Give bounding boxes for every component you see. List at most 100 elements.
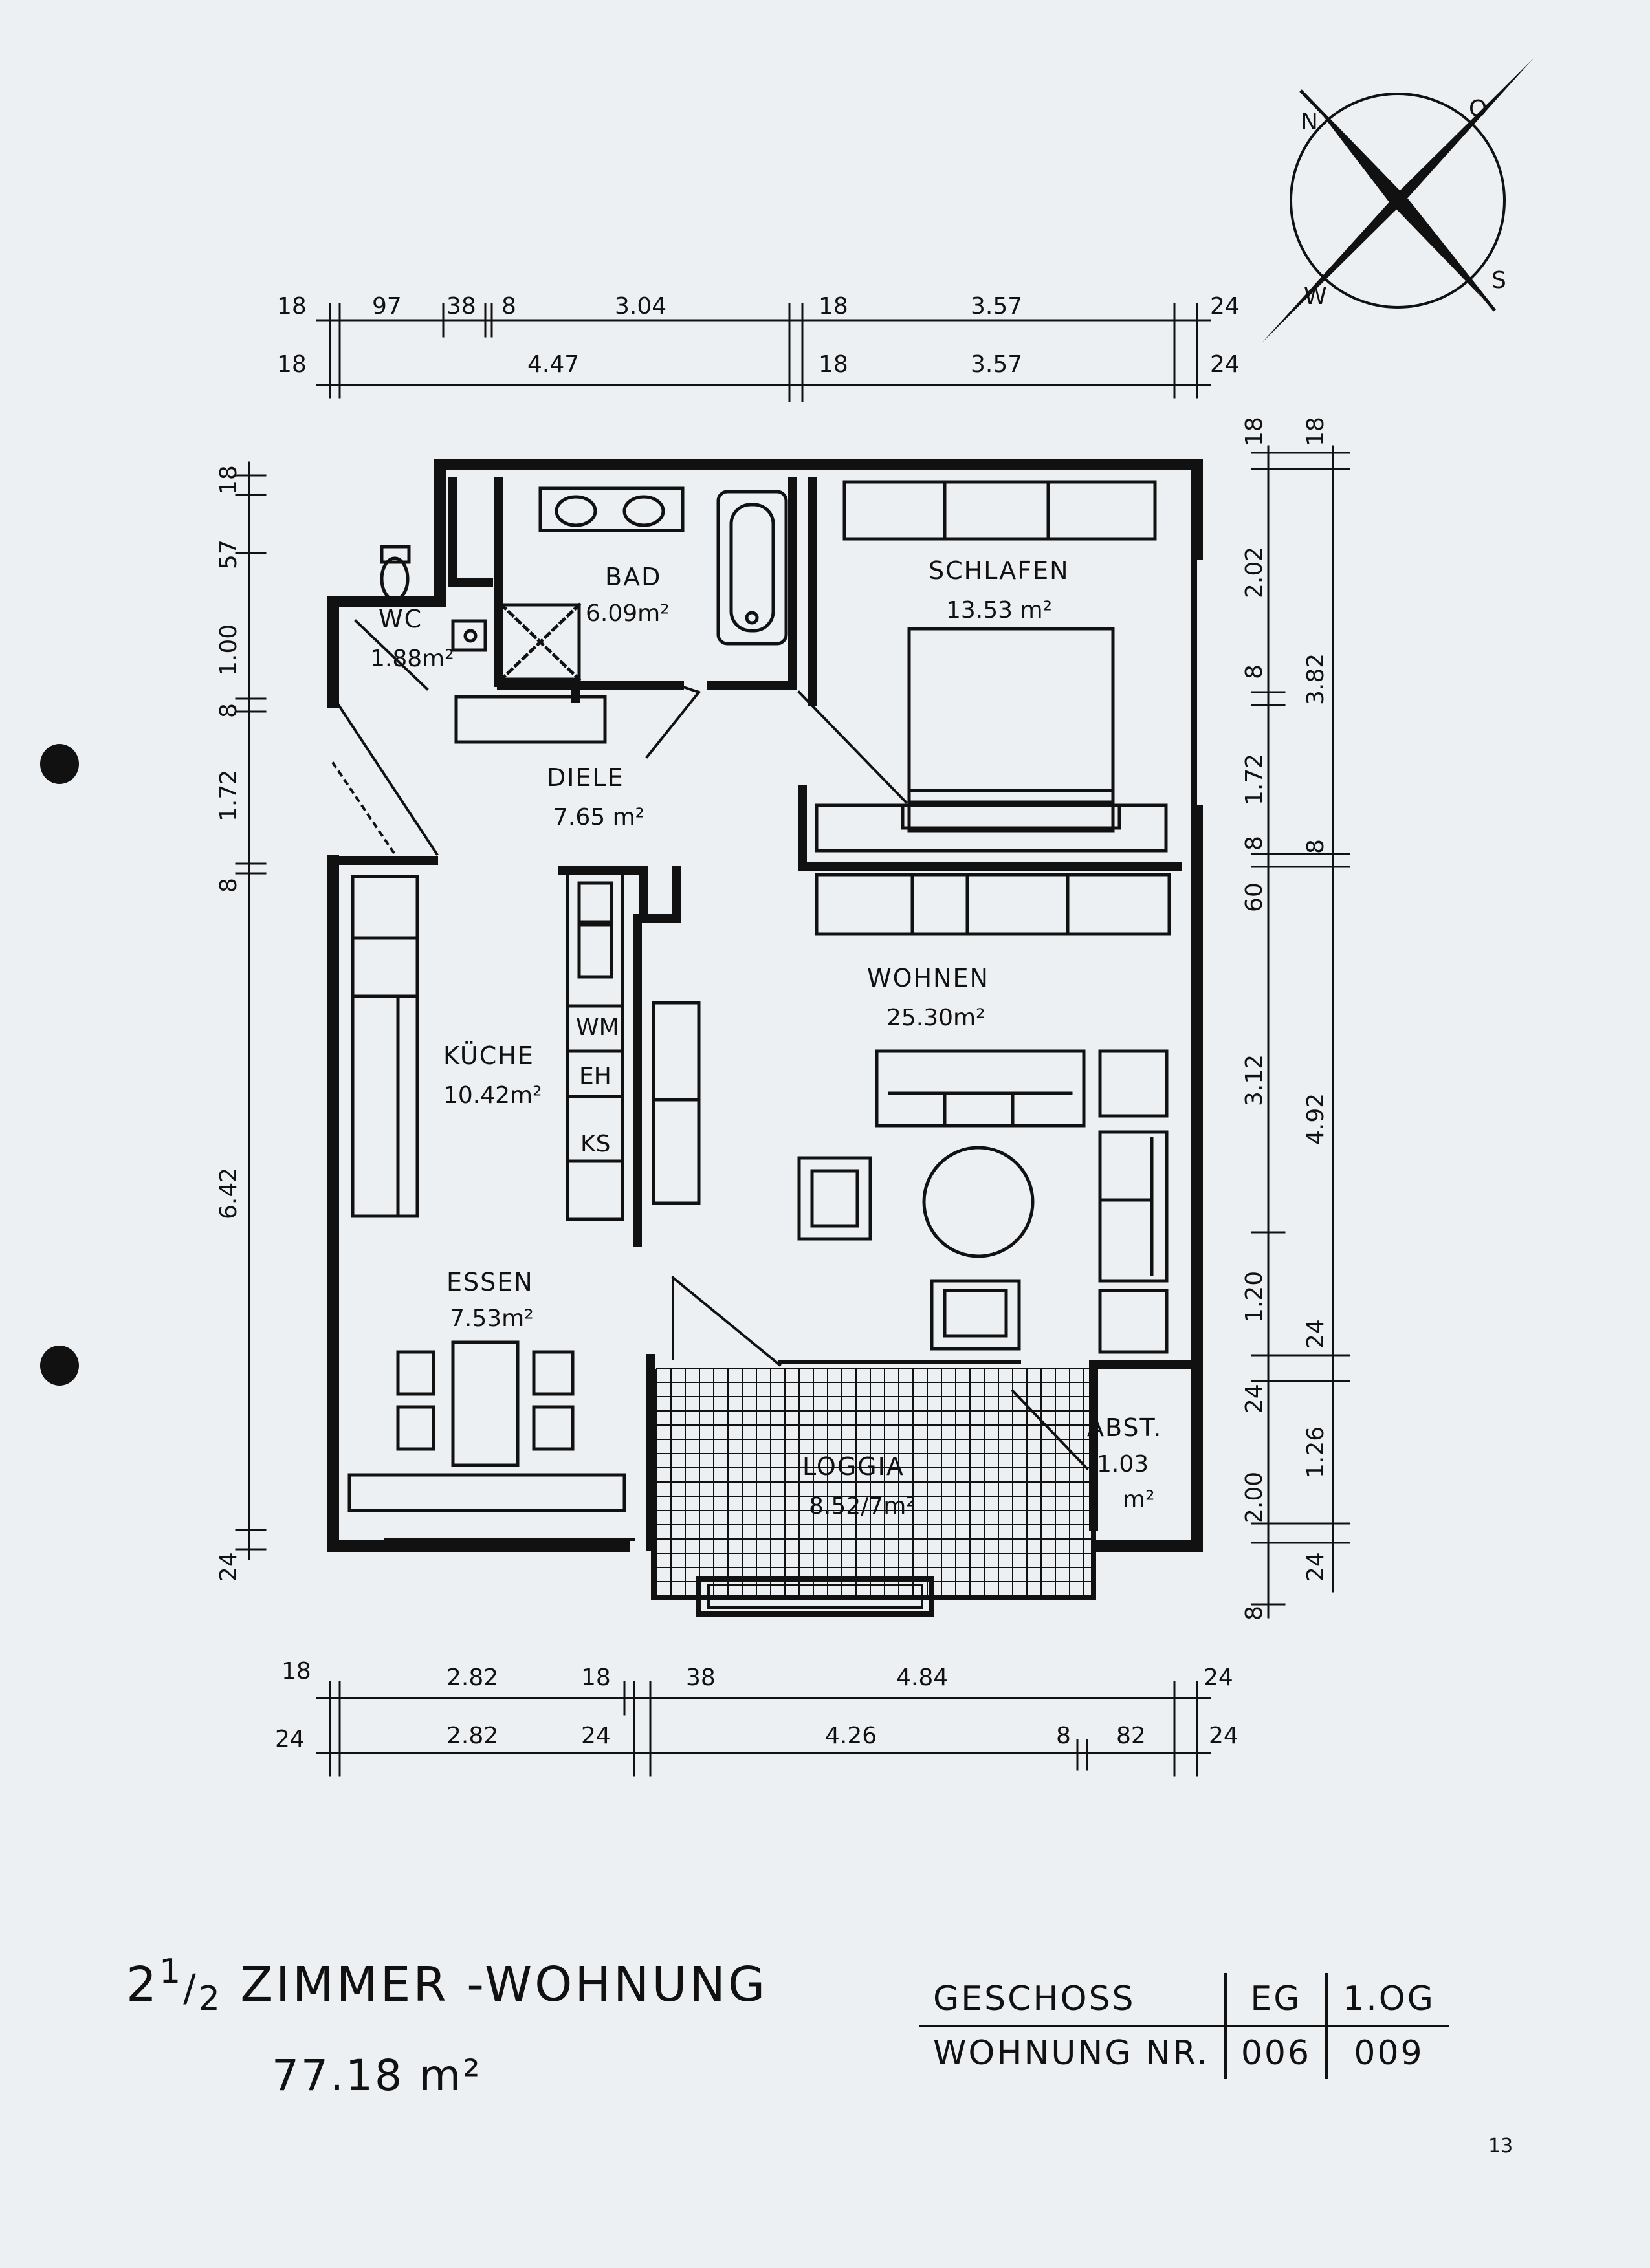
dim-bot2-4: 8 [1056,1723,1071,1749]
dim-bot2-1: 2.82 [446,1723,498,1749]
dim-bot1-0: 18 [281,1658,311,1685]
dim-top1-7: 24 [1210,293,1240,320]
dim-ro-4: 24 [1303,1319,1329,1349]
dim-bot1-4: 4.84 [896,1664,948,1691]
total-area: 77.18 m² [272,2051,482,2100]
appliance-eh: EH [579,1063,611,1089]
wohnung-nr-eg: 006 [1223,2026,1327,2079]
dim-ro-2: 8 [1303,839,1329,854]
dimension-lines [235,303,1350,1777]
room-area-bad: 6.09m² [586,600,670,627]
dim-ri-10: 8 [1241,1606,1268,1620]
dim-ri-3: 1.72 [1241,754,1268,805]
dim-top1-3: 8 [501,293,516,320]
dim-bot2-0: 24 [275,1726,305,1752]
geschoss-label: GESCHOSS [919,1973,1226,2027]
title-prefix: 2 [126,1957,160,2012]
room-name-kueche: KÜCHE [443,1041,534,1070]
dim-top2-0: 18 [277,351,307,378]
title-fraction-num: 1 [159,1952,184,1991]
compass-w: W [1304,283,1327,310]
dim-left-5: 8 [215,878,242,893]
dim-left-4: 1.72 [215,770,242,822]
dim-bot2-5: 82 [1116,1723,1146,1749]
room-area-abst: 1.03 [1097,1451,1149,1477]
dim-bot2-2: 24 [581,1723,611,1749]
compass-s: S [1491,267,1506,294]
dim-top2-3: 3.57 [971,351,1022,378]
dim-bot1-3: 38 [686,1664,716,1691]
dim-bot1-5: 24 [1204,1664,1233,1691]
wohnung-nr-label: WOHNUNG NR. [933,2034,1209,2073]
interior-walls [329,477,1202,1551]
compass-n: N [1301,109,1318,135]
dim-bot1-2: 18 [581,1664,611,1691]
room-area-kueche: 10.42m² [443,1082,542,1109]
dimension-labels-top: 18 97 38 8 3.04 18 3.57 24 18 4.47 18 3.… [277,293,1240,378]
compass-rose-icon [1262,58,1534,343]
geschoss-eg: EG [1223,1973,1327,2027]
dim-ro-5: 1.26 [1303,1426,1329,1478]
dim-top1-5: 18 [819,293,848,320]
punch-hole-mark [40,744,79,784]
dim-top1-2: 38 [446,293,476,320]
dim-ri-1: 2.02 [1241,547,1268,598]
dim-left-6: 6.42 [215,1168,242,1219]
kitchen-furniture [351,695,624,1221]
dim-ro-1: 3.82 [1303,653,1329,705]
room-name-wohnen: WOHNEN [867,964,989,992]
dim-left-0: 18 [215,465,242,495]
dim-top1-6: 3.57 [971,293,1022,320]
dim-ri-0: 18 [1241,417,1268,446]
dim-left-3: 8 [215,703,242,718]
room-name-loggia: LOGGIA [802,1452,905,1481]
dim-ro-3: 4.92 [1303,1093,1329,1145]
room-name-wc: WC [379,605,423,633]
dim-left-1: 57 [215,540,242,569]
title-fraction-den: 2 [198,1979,223,2018]
living-furniture [652,1001,1169,1354]
doors [331,619,1089,1470]
dim-ri-9: 2.00 [1241,1472,1268,1523]
bathroom-fixtures [380,486,788,682]
dim-top2-4: 24 [1210,351,1240,378]
dim-ri-2: 8 [1241,664,1268,679]
dim-top1-4: 3.04 [615,293,666,320]
appliance-ks: KS [580,1131,610,1157]
dimension-labels-right: 18 2.02 8 1.72 8 60 3.12 1.20 24 2.00 8 … [1241,417,1329,1620]
room-area-diele: 7.65 m² [553,804,644,831]
dim-top2-2: 18 [819,351,848,378]
title-text: ZIMMER -WOHNUNG [240,1957,768,2012]
compass-o: O [1469,96,1487,122]
dim-bot2-3: 4.26 [825,1723,877,1749]
dim-left-7: 24 [215,1552,242,1582]
appliance-wm: WM [576,1014,619,1041]
room-name-bad: BAD [605,563,661,591]
dim-top1-1: 97 [372,293,402,320]
room-area-wc: 1.88m² [370,646,454,672]
floor-info-table: GESCHOSS EG 1.OG WOHNUNG NR. 006 009 [919,1973,1449,2079]
loggia-tiles [656,1368,1091,1595]
room-name-essen: ESSEN [446,1268,534,1296]
room-name-diele: DIELE [547,763,624,792]
room-name-abst: ABST. [1087,1413,1162,1442]
dimension-labels-left: 18 57 1.00 8 1.72 8 6.42 24 [215,465,242,1582]
room-area-abst-unit: m² [1123,1487,1155,1513]
dim-ri-6: 3.12 [1241,1054,1268,1106]
room-name-schlafen: SCHLAFEN [929,556,1070,585]
room-labels: WC 1.88m² BAD 6.09m² SCHLAFEN 13.53 m² D… [370,556,1162,1520]
punch-hole-mark [40,1346,79,1386]
dim-bot2-6: 24 [1209,1723,1238,1749]
dim-ri-4: 8 [1241,836,1268,851]
dim-top1-0: 18 [277,293,307,320]
page-number: 13 [1488,2135,1513,2157]
dimension-labels-bottom: 18 2.82 18 38 4.84 24 24 2.82 24 4.26 8 … [275,1658,1238,1752]
dim-ri-8: 24 [1241,1384,1268,1413]
room-area-essen: 7.53m² [450,1305,534,1332]
wohnung-nr-og: 009 [1325,2026,1449,2079]
compass-letters: N O S W [1301,96,1506,310]
dim-ro-6: 24 [1303,1552,1329,1582]
dim-ri-5: 60 [1241,882,1268,912]
room-area-schlafen: 13.53 m² [946,597,1052,624]
